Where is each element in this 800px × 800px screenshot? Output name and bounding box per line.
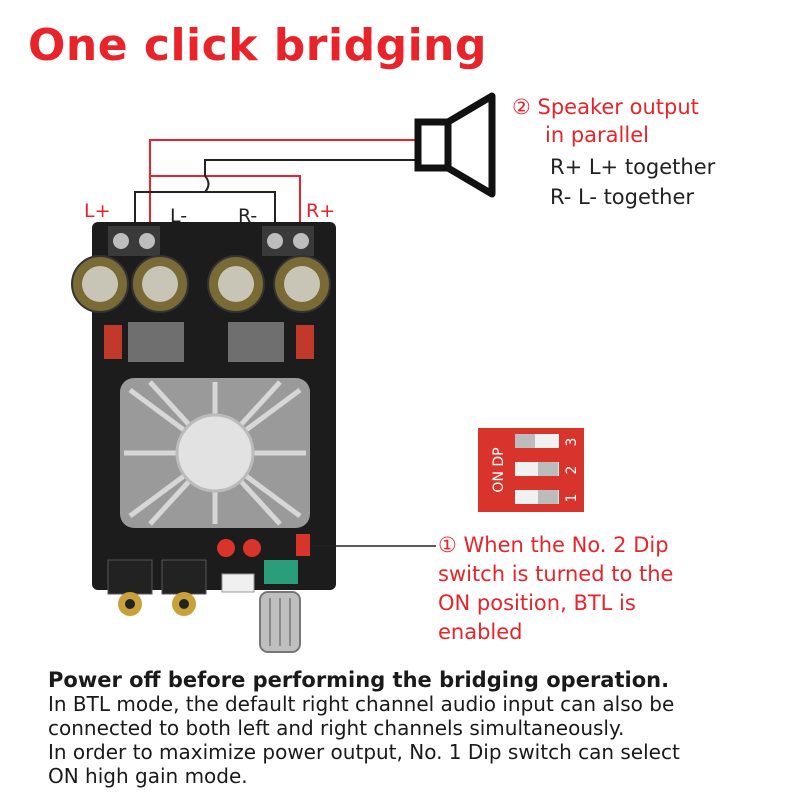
dip-note-line3: ON position, BTL is xyxy=(438,591,636,615)
capacitors xyxy=(71,255,331,313)
volume-knob xyxy=(259,591,301,653)
inductors xyxy=(104,322,314,362)
dip-note-line1: ① When the No. 2 Dip xyxy=(438,533,669,557)
label-r-plus: R+ xyxy=(306,200,336,222)
label-l-plus: L+ xyxy=(84,200,111,222)
bottom-warning: Power off before performing the bridging… xyxy=(48,668,670,692)
speaker-note-line2: R- L- together xyxy=(550,185,695,209)
black-wires xyxy=(134,159,418,232)
heatsink xyxy=(120,378,310,528)
board-dip-switch xyxy=(296,534,310,556)
dip-number-1: 1 xyxy=(564,494,580,503)
bottom-line-3: connected to both left and right channel… xyxy=(48,716,625,740)
bottom-line-5: ON high gain mode. xyxy=(48,764,248,788)
dip-note-line4: enabled xyxy=(438,620,523,644)
red-wires xyxy=(149,139,418,232)
bottom-line-4: In order to maximize power output, No. 1… xyxy=(48,740,680,764)
speaker-heading-line1: ② Speaker output xyxy=(512,95,699,119)
power-connector xyxy=(221,573,255,593)
potentiometer-base xyxy=(264,560,298,584)
bottom-description: Power off before performing the bridging… xyxy=(48,668,788,788)
bottom-line-2: In BTL mode, the default right channel a… xyxy=(48,692,675,716)
dip-side-label: ON DP xyxy=(491,447,507,492)
amplifier-board xyxy=(71,222,336,653)
terminal-block-left xyxy=(108,226,160,256)
page-title: One click bridging xyxy=(28,20,487,71)
small-capacitor xyxy=(243,539,261,557)
rca-connectors xyxy=(107,559,207,616)
label-l-minus: L- xyxy=(170,205,188,227)
speaker-note-line1: R+ L+ together xyxy=(550,155,716,179)
speaker-heading-line2: in parallel xyxy=(545,123,649,147)
small-capacitor xyxy=(217,539,235,557)
speaker-icon xyxy=(414,92,496,198)
dip-number-2: 2 xyxy=(564,466,580,475)
label-r-minus: R- xyxy=(238,205,258,227)
terminal-block-right xyxy=(262,226,314,256)
dip-switch-zoom: ON DP 1 2 3 xyxy=(478,428,584,512)
dip-note-line2: switch is turned to the xyxy=(438,562,674,586)
dip-number-3: 3 xyxy=(564,438,580,447)
